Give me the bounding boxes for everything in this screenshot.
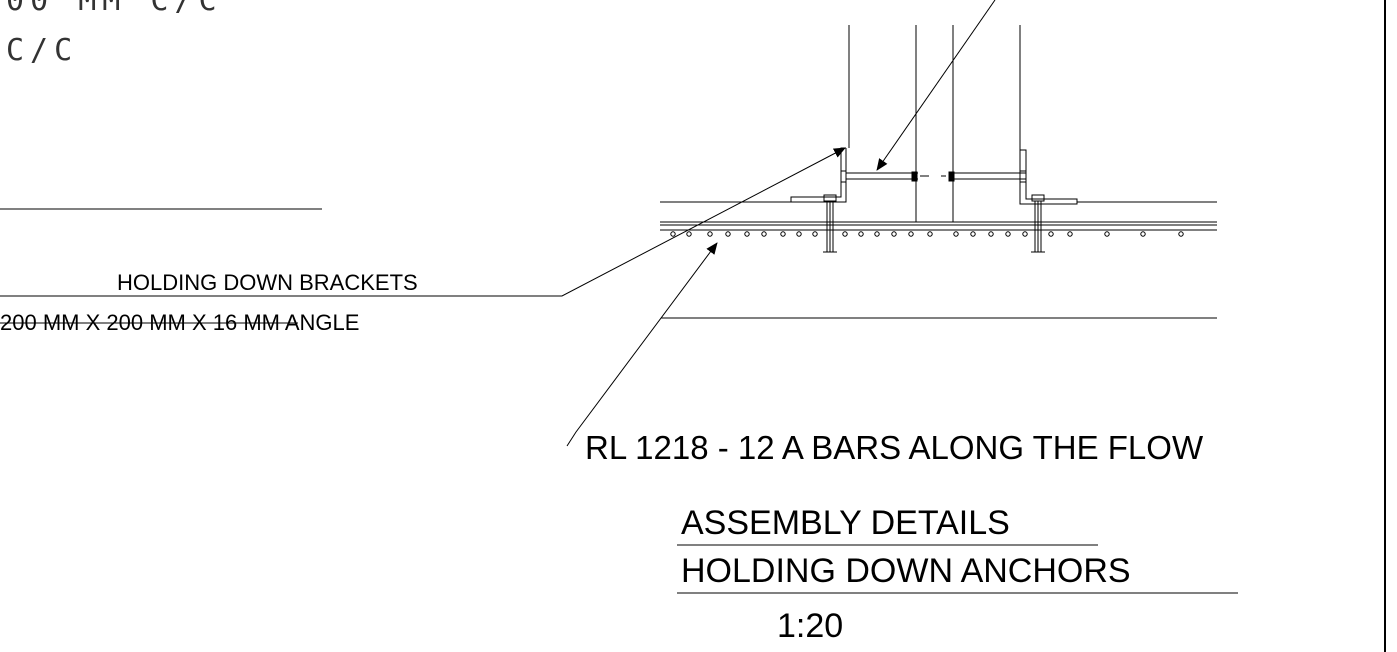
anchor-bolt-right <box>1031 194 1045 253</box>
rebar-dot <box>744 231 750 237</box>
rebar-dot <box>874 231 880 237</box>
rebar-dot <box>780 231 786 237</box>
anchor-bolt-left <box>823 194 837 253</box>
right-angle-bracket <box>1019 149 1078 205</box>
left-angle-bracket <box>790 147 847 203</box>
rebar-note: RL 1218 - 12 A BARS ALONG THE FLOW <box>585 429 1204 466</box>
tie-bolt-right <box>941 171 1026 182</box>
rebar-dot <box>1140 231 1146 237</box>
assembly-title-2: HOLDING DOWN ANCHORS <box>681 552 1131 590</box>
slab-lines <box>660 201 1217 319</box>
assembly-title-1: ASSEMBLY DETAILS <box>681 504 1010 542</box>
rebar-dot <box>858 231 864 237</box>
rebar-dot <box>927 231 933 237</box>
rebar-dot <box>1067 231 1073 237</box>
rebar-dot <box>725 231 731 237</box>
leader-lines <box>0 0 1238 594</box>
rebar-dot <box>1178 231 1184 237</box>
tie-bolt-left <box>846 171 929 182</box>
rebar-dot <box>1104 231 1110 237</box>
top-note-2: C/C <box>6 33 79 68</box>
rebar-dot <box>761 231 767 237</box>
rebar-dot <box>670 231 676 237</box>
rebar-dot <box>988 231 994 237</box>
rebar-dot <box>707 231 713 237</box>
rebar-dot <box>812 231 818 237</box>
rebar-dot <box>908 231 914 237</box>
brackets-spec: 200 MM X 200 MM X 16 MM ANGLE <box>0 310 360 335</box>
brackets-title: HOLDING DOWN BRACKETS <box>117 270 418 295</box>
rebar-dot <box>891 231 897 237</box>
rebar-dot <box>796 231 802 237</box>
rebar-dot <box>1022 231 1028 237</box>
rebar-dot <box>842 231 848 237</box>
scale-label: 1:20 <box>777 607 844 645</box>
top-note-1: 200 MM C/C <box>0 0 223 18</box>
rebar-dot <box>1048 231 1054 237</box>
pier-lines <box>848 25 1021 222</box>
rebar-dot <box>686 231 692 237</box>
rebar-dot <box>1005 231 1011 237</box>
rebar-dots <box>670 231 1184 237</box>
rebar-dot <box>953 231 959 237</box>
rebar-dot <box>970 231 976 237</box>
